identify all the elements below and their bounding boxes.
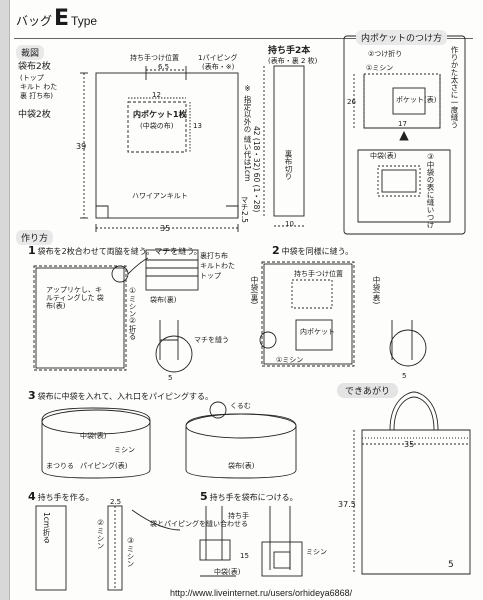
pocket-step-3: ③中袋の表に縫いつけ <box>426 152 435 229</box>
page-number: 5 <box>448 560 454 570</box>
seam-note: マチ2.5 <box>240 196 249 223</box>
dim-13: 13 <box>193 122 202 130</box>
step1-quilt: キルトわた <box>200 262 235 270</box>
outer-sub2: キルト わた <box>20 83 58 91</box>
step2-handle-pos: 持ち手つけ位置 <box>294 270 343 278</box>
handle-title: 持ち手2本 <box>268 46 311 56</box>
handle-fold: 裏布切り <box>284 150 293 180</box>
step1-dim-5: 5 <box>168 374 173 382</box>
step3-bag-a <box>41 407 151 479</box>
step4-strip <box>35 505 67 591</box>
dim-35: 35 <box>160 224 171 233</box>
step2-inner-back: 中袋(裏) <box>250 276 259 305</box>
finished-dim-37-5: 37.5 <box>338 500 356 509</box>
pocket-sub: (中袋の布) <box>140 122 174 130</box>
step5-sew: ミシン <box>306 548 327 556</box>
step3-fold: くるむ <box>230 402 251 410</box>
dim-39: 39 <box>76 142 87 151</box>
outer-fabric-label: 袋布2枚 <box>18 62 51 72</box>
step1-top: トップ <box>200 272 221 280</box>
outer-sub3: 裏 打ち布) <box>20 92 53 100</box>
step1-backing: 裏打ち布 <box>200 252 228 260</box>
header-rule <box>14 38 473 39</box>
handle-sub: (表布・裏 2 枚) <box>268 57 318 65</box>
step2-sew: ①ミシン <box>276 356 304 364</box>
quilt-note: ハワイアンキルト <box>132 192 188 200</box>
bag-panel-outline <box>95 72 239 219</box>
step1-panel <box>33 265 127 371</box>
handle-length: 42 (18・32) 60 (1・28) <box>252 126 261 213</box>
seam-allowance-note: ※ 指定以外の 縫い代は1cm <box>243 84 252 182</box>
pocket-title: 内ポケット1枚 <box>133 110 187 119</box>
step3-inner: 中袋(表) <box>80 432 107 440</box>
piping-label: 1パイピング <box>198 54 238 62</box>
dim-6-5: 6.5 <box>158 63 170 71</box>
pocket-step-2: ①ミシン <box>366 64 394 72</box>
step4-sew: ②ミシン <box>96 518 105 550</box>
step4-stitch: ③ミシン <box>126 536 135 568</box>
step3-bag: 袋布(表) <box>228 462 255 470</box>
title-suffix: Type <box>71 14 98 28</box>
step3-sew: ミシン <box>114 446 135 454</box>
step2-dim-5: 5 <box>402 372 407 380</box>
step5-handle: 持ち手 <box>228 512 249 520</box>
step5-dim-15: 15 <box>240 552 249 560</box>
step1-back-label: 袋布(裏) <box>150 296 177 304</box>
step2-pocket: 内ポケット <box>300 328 335 336</box>
step1-sew: ①ミシン <box>128 286 137 318</box>
dim-17: 17 <box>398 120 407 128</box>
step2-panel <box>261 261 355 367</box>
handle-strip <box>273 65 305 217</box>
pocket-step-1: ②つけ折り <box>368 50 403 58</box>
pocket-face-label: ポケット(表) <box>396 96 437 104</box>
step5-inner: 中袋(表) <box>214 568 241 576</box>
step3-piping: パイピング(表) <box>80 462 128 470</box>
inner-fabric-label: 中袋2枚 <box>18 110 51 120</box>
title-letter: E <box>54 6 70 31</box>
pocket-note: 作りかた太さに一度縫う <box>450 46 459 129</box>
piping-sub-label: (表布・※) <box>202 63 235 71</box>
section-cutting: 裁図 <box>16 45 45 60</box>
pocket-outline <box>127 101 187 153</box>
source-url: http://www.liveinternet.ru/users/orhidey… <box>170 588 353 598</box>
binding-gutter <box>0 0 10 600</box>
step1-applique: アップリケし、キルティングした 袋布(表) <box>46 286 104 310</box>
step3-slip: まつりる <box>46 462 74 470</box>
finished-bag <box>361 429 471 575</box>
finished-dim-35: 35 <box>404 440 415 449</box>
page-title: バッグ E Type <box>16 8 97 30</box>
step5-piping-note: 袋とパイピングを縫い合わせる <box>150 520 248 528</box>
handle-width: 10 <box>285 220 294 228</box>
section-howto: 作り方 <box>16 230 54 245</box>
title-prefix: バッグ <box>16 14 53 28</box>
handle-position-label: 持ち手つけ位置 <box>130 54 179 62</box>
outer-sub1: (トップ <box>20 74 44 82</box>
step4-fold: 1cm折る <box>42 512 51 544</box>
inner-face-label: 中袋(表) <box>370 152 397 160</box>
section-finished: できあがり <box>337 383 399 398</box>
dim-12: 12 <box>152 91 161 99</box>
step1-fold: ②折る <box>128 316 137 340</box>
section-pocket-attach: 内ポケットのつけ方 <box>356 30 448 45</box>
dim-26: 26 <box>347 98 356 106</box>
step4-dim-2-5: 2.5 <box>110 498 122 506</box>
step2-inner-face: 中袋(表) <box>372 276 381 305</box>
step1-gusset: マチを縫う <box>194 336 229 344</box>
